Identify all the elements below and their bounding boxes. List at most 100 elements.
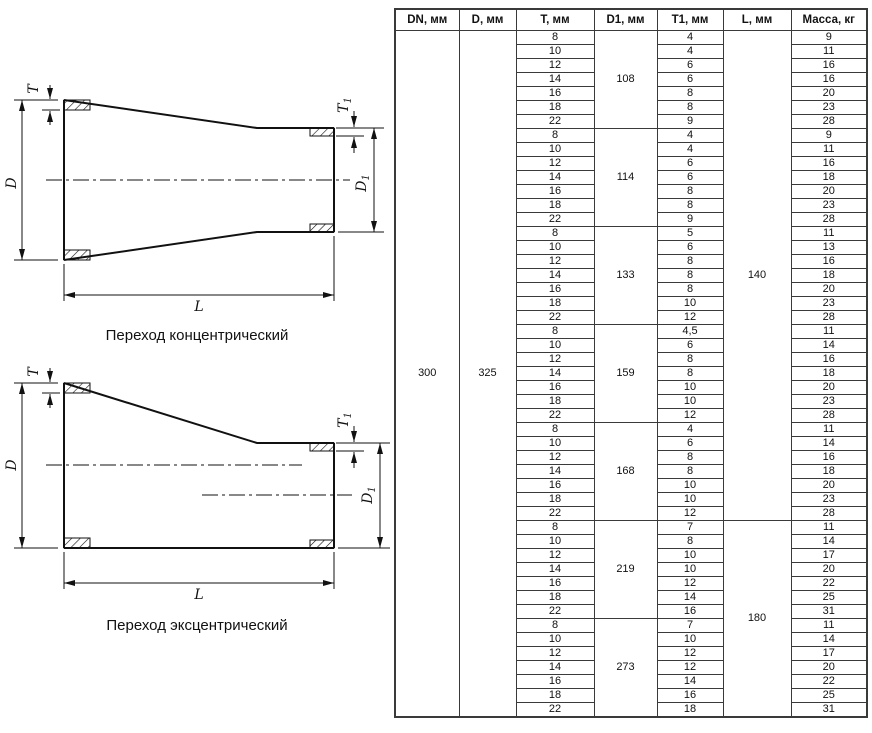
l-value-cell: 180 [722,520,792,718]
t-value-cell: 12 [515,548,595,563]
mass-value-cell: 18 [790,268,868,283]
t1-value-cell: 5 [656,226,724,241]
mass-value-cell: 23 [790,198,868,213]
reducer-body-outline [63,382,335,549]
mass-value-cell: 28 [790,408,868,423]
mass-value-cell: 28 [790,310,868,325]
t1-value-cell: 14 [656,674,724,689]
mass-value-cell: 28 [790,506,868,521]
column-header: T1, мм [656,8,724,31]
t-value-cell: 18 [515,394,595,409]
mass-value-cell: 20 [790,380,868,395]
eccentric-reducer-figure: D T T1 [0,353,394,634]
wall-section-hatch [63,382,335,549]
t1-value-cell: 8 [656,450,724,465]
t-value-cell: 18 [515,100,595,115]
t-value-cell: 8 [515,226,595,241]
t-value-cell: 14 [515,268,595,283]
t1-value-cell: 6 [656,338,724,353]
dim-label-d: D [4,459,20,471]
table-row: 10 4 11 [395,142,868,157]
t-value-cell: 8 [515,422,595,437]
mass-value-cell: 16 [790,72,868,87]
t-value-cell: 22 [515,408,595,423]
t-value-cell: 14 [515,562,595,577]
t1-value-cell: 8 [656,352,724,367]
column-header: D1, мм [593,8,658,31]
t-value-cell: 10 [515,142,595,157]
t1-value-cell: 12 [656,576,724,591]
t-value-cell: 8 [515,618,595,633]
column-header: T, мм [515,8,595,31]
mass-value-cell: 16 [790,450,868,465]
t-value-cell: 12 [515,58,595,73]
t-value-cell: 10 [515,240,595,255]
t1-value-cell: 4 [656,142,724,157]
mass-value-cell: 22 [790,576,868,591]
t1-value-cell: 16 [656,688,724,703]
mass-value-cell: 11 [790,618,868,633]
mass-value-cell: 20 [790,282,868,297]
mass-value-cell: 16 [790,58,868,73]
mass-value-cell: 14 [790,436,868,451]
mass-value-cell: 31 [790,702,868,718]
t-value-cell: 14 [515,72,595,87]
t1-value-cell: 10 [656,380,724,395]
t1-value-cell: 7 [656,618,724,633]
t-value-cell: 14 [515,464,595,479]
t-value-cell: 8 [515,520,595,535]
dimension-d1: D1 [338,128,384,233]
dim-label-l: L [193,587,203,603]
mass-value-cell: 11 [790,142,868,157]
mass-value-cell: 22 [790,674,868,689]
dimension-d: D [4,99,58,261]
column-header: D, мм [458,8,517,31]
t-value-cell: 16 [515,576,595,591]
t1-value-cell: 4 [656,422,724,437]
dimension-t1: T1 [336,412,390,468]
dim-label-l: L [193,299,203,315]
d1-value-cell: 219 [593,520,658,619]
t1-value-cell: 8 [656,464,724,479]
t1-value-cell: 10 [656,562,724,577]
t1-value-cell: 12 [656,506,724,521]
l-value-cell: 140 [722,30,792,521]
t-value-cell: 10 [515,436,595,451]
t1-value-cell: 6 [656,436,724,451]
concentric-reducer-drawing: D T T1 [4,83,384,315]
t1-value-cell: 8 [656,268,724,283]
mass-value-cell: 20 [790,86,868,101]
t-value-cell: 18 [515,492,595,507]
t-value-cell: 16 [515,674,595,689]
mass-value-cell: 20 [790,660,868,675]
t-value-cell: 16 [515,184,595,199]
t1-value-cell: 9 [656,212,724,227]
t1-value-cell: 14 [656,590,724,605]
mass-value-cell: 9 [790,128,868,143]
t-value-cell: 12 [515,352,595,367]
mass-value-cell: 17 [790,548,868,563]
column-header: Масса, кг [790,8,868,31]
t-value-cell: 12 [515,450,595,465]
t1-value-cell: 8 [656,184,724,199]
d-value-cell: 325 [458,30,517,718]
dim-label-t: T [26,366,42,377]
dim-label-d1: D1 [360,486,378,505]
t-value-cell: 18 [515,590,595,605]
mass-value-cell: 11 [790,226,868,241]
mass-value-cell: 18 [790,170,868,185]
dim-label-t1: T1 [336,97,354,113]
